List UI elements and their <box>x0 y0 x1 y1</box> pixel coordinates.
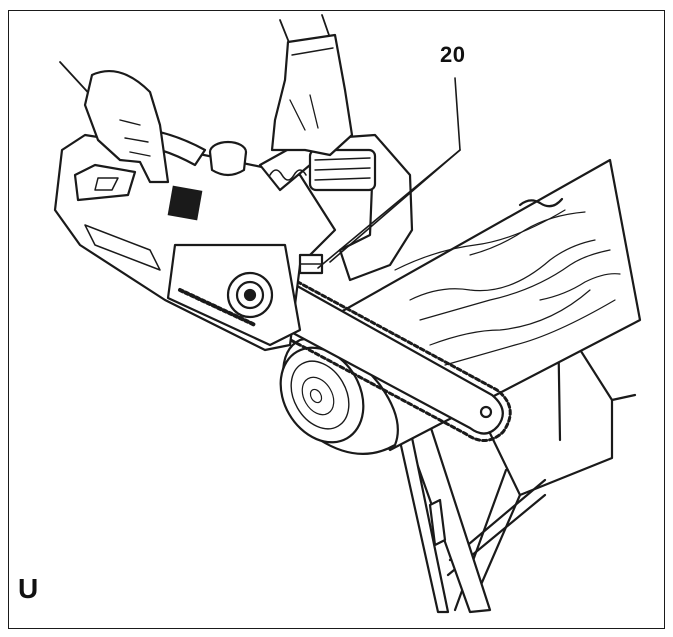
figure-letter: U <box>18 573 39 604</box>
left-hand <box>59 61 170 184</box>
callout-leader-icon <box>317 77 461 269</box>
right-hand <box>270 14 354 157</box>
callout-number: 20 <box>440 42 466 67</box>
cut-log-end <box>279 337 399 455</box>
chainsaw-body <box>53 126 414 352</box>
guide-bar <box>270 273 512 442</box>
sawhorse <box>396 313 637 614</box>
